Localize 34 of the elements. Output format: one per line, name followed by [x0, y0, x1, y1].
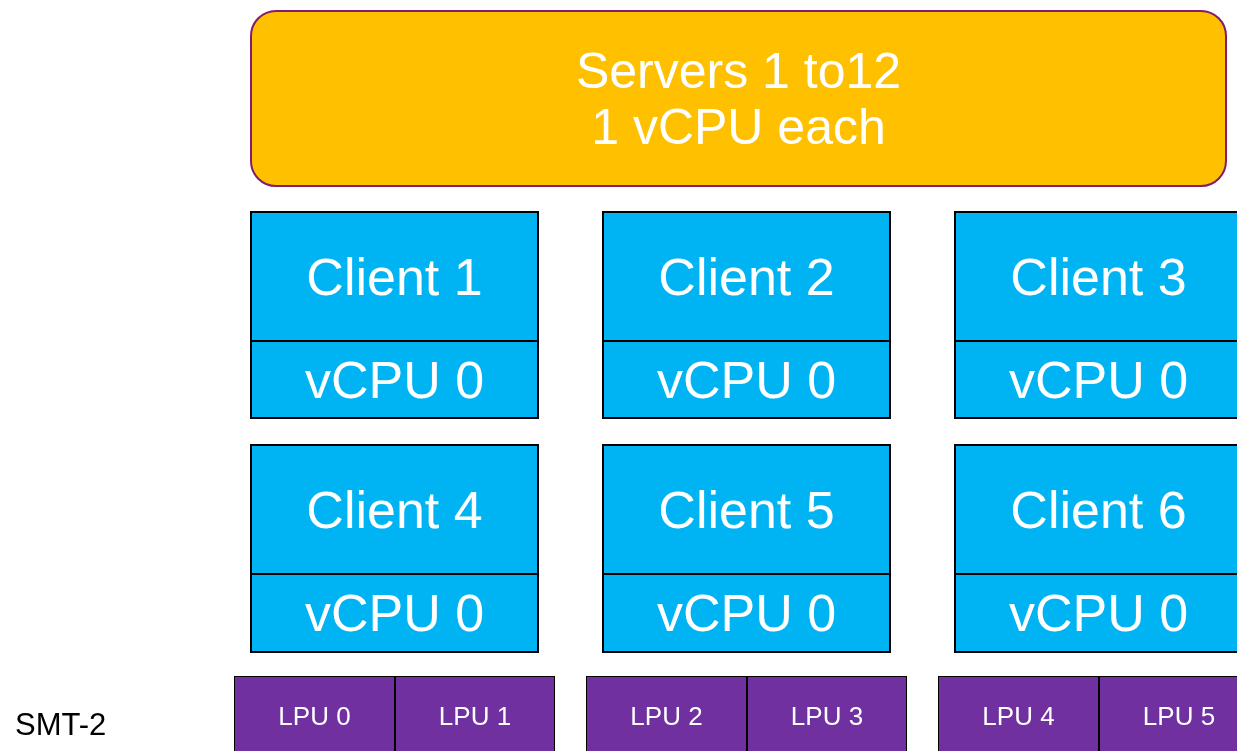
client-box	[250, 211, 539, 419]
lpu-box	[395, 676, 555, 751]
vcpu-label: vCPU 0	[304, 349, 485, 410]
lpu-label: LPU 0	[278, 700, 351, 731]
vcpu-label: vCPU 0	[656, 583, 837, 643]
client-name: Client 2	[658, 246, 835, 307]
lpu-label: LPU 1	[438, 700, 512, 731]
server-box	[250, 10, 1227, 187]
vcpu-label: vCPU 0	[1008, 349, 1189, 410]
client-box	[954, 444, 1237, 653]
lpu-label: LPU 2	[630, 700, 703, 731]
lpu-box	[586, 676, 747, 751]
lpu-label: LPU 3	[790, 700, 864, 731]
client-box	[250, 444, 539, 653]
client-box	[602, 444, 891, 653]
client-name: Client 1	[306, 246, 483, 307]
client-name: Client 6	[1010, 479, 1187, 540]
server-label: 1 vCPU each	[591, 98, 886, 155]
client-box	[602, 211, 891, 419]
lpu-box	[938, 676, 1099, 751]
vcpu-label: vCPU 0	[304, 583, 485, 643]
lpu-box	[747, 676, 907, 751]
lpu-box	[1099, 676, 1237, 751]
vcpu-label: vCPU 0	[656, 349, 837, 410]
server-label: Servers 1 to12	[575, 42, 902, 99]
lpu-label: LPU 5	[1142, 700, 1216, 731]
client-name: Client 3	[1010, 246, 1187, 307]
client-box	[954, 211, 1237, 419]
client-name: Client 4	[306, 479, 483, 540]
lpu-box	[234, 676, 395, 751]
client-name: Client 5	[658, 479, 835, 540]
lpu-label: LPU 4	[982, 700, 1055, 731]
row-label: SMT-2	[15, 707, 107, 743]
vcpu-label: vCPU 0	[1008, 583, 1189, 643]
